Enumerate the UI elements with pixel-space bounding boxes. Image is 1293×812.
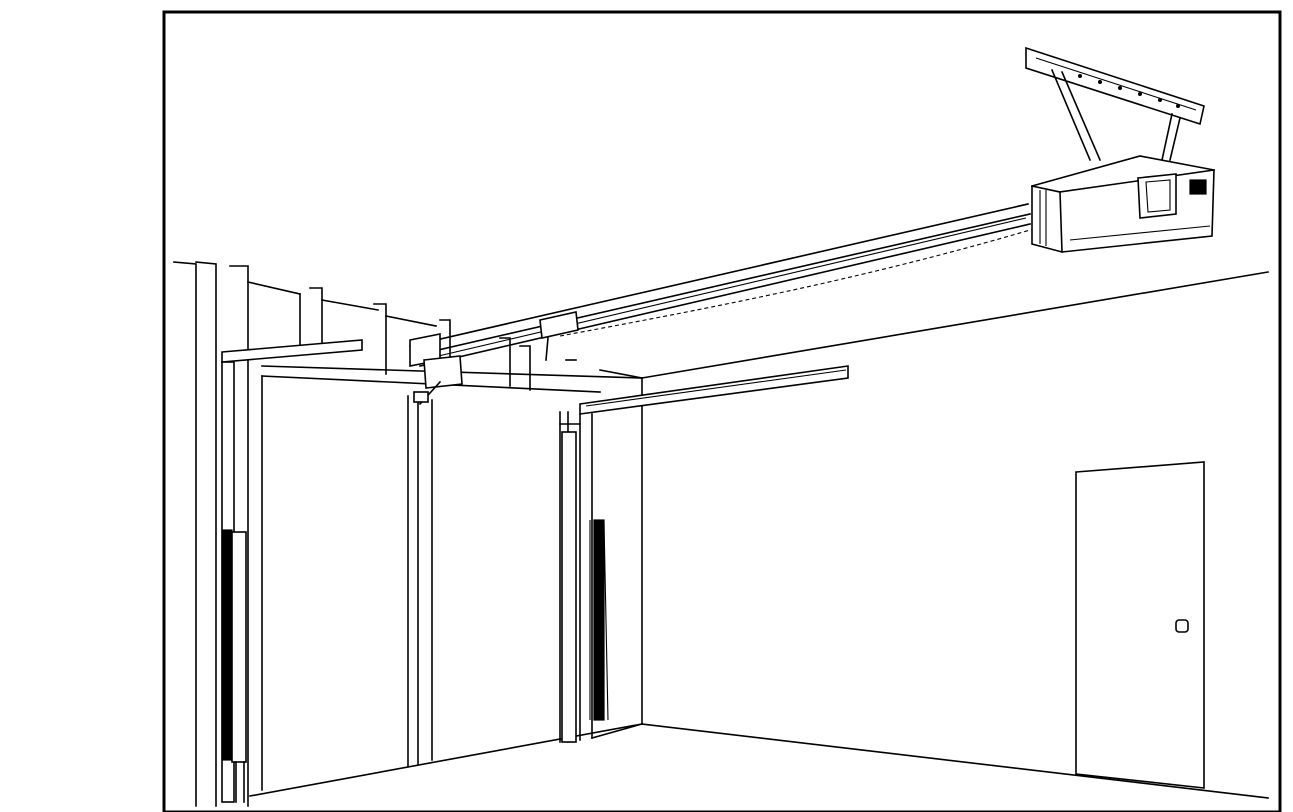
opener-rail	[409, 203, 1031, 406]
wall-studs	[173, 261, 643, 807]
right-door-opening	[559, 411, 643, 743]
service-door	[1075, 461, 1205, 789]
left-spring-track	[221, 361, 247, 803]
frame-border	[162, 10, 1282, 812]
door-knob	[1175, 619, 1189, 633]
door-tracks	[221, 339, 849, 415]
opener-motor-unit	[1031, 155, 1215, 253]
ceiling-mount-bracket	[1025, 46, 1205, 162]
right-spring-track	[559, 423, 609, 743]
left-door-opening	[261, 375, 433, 791]
